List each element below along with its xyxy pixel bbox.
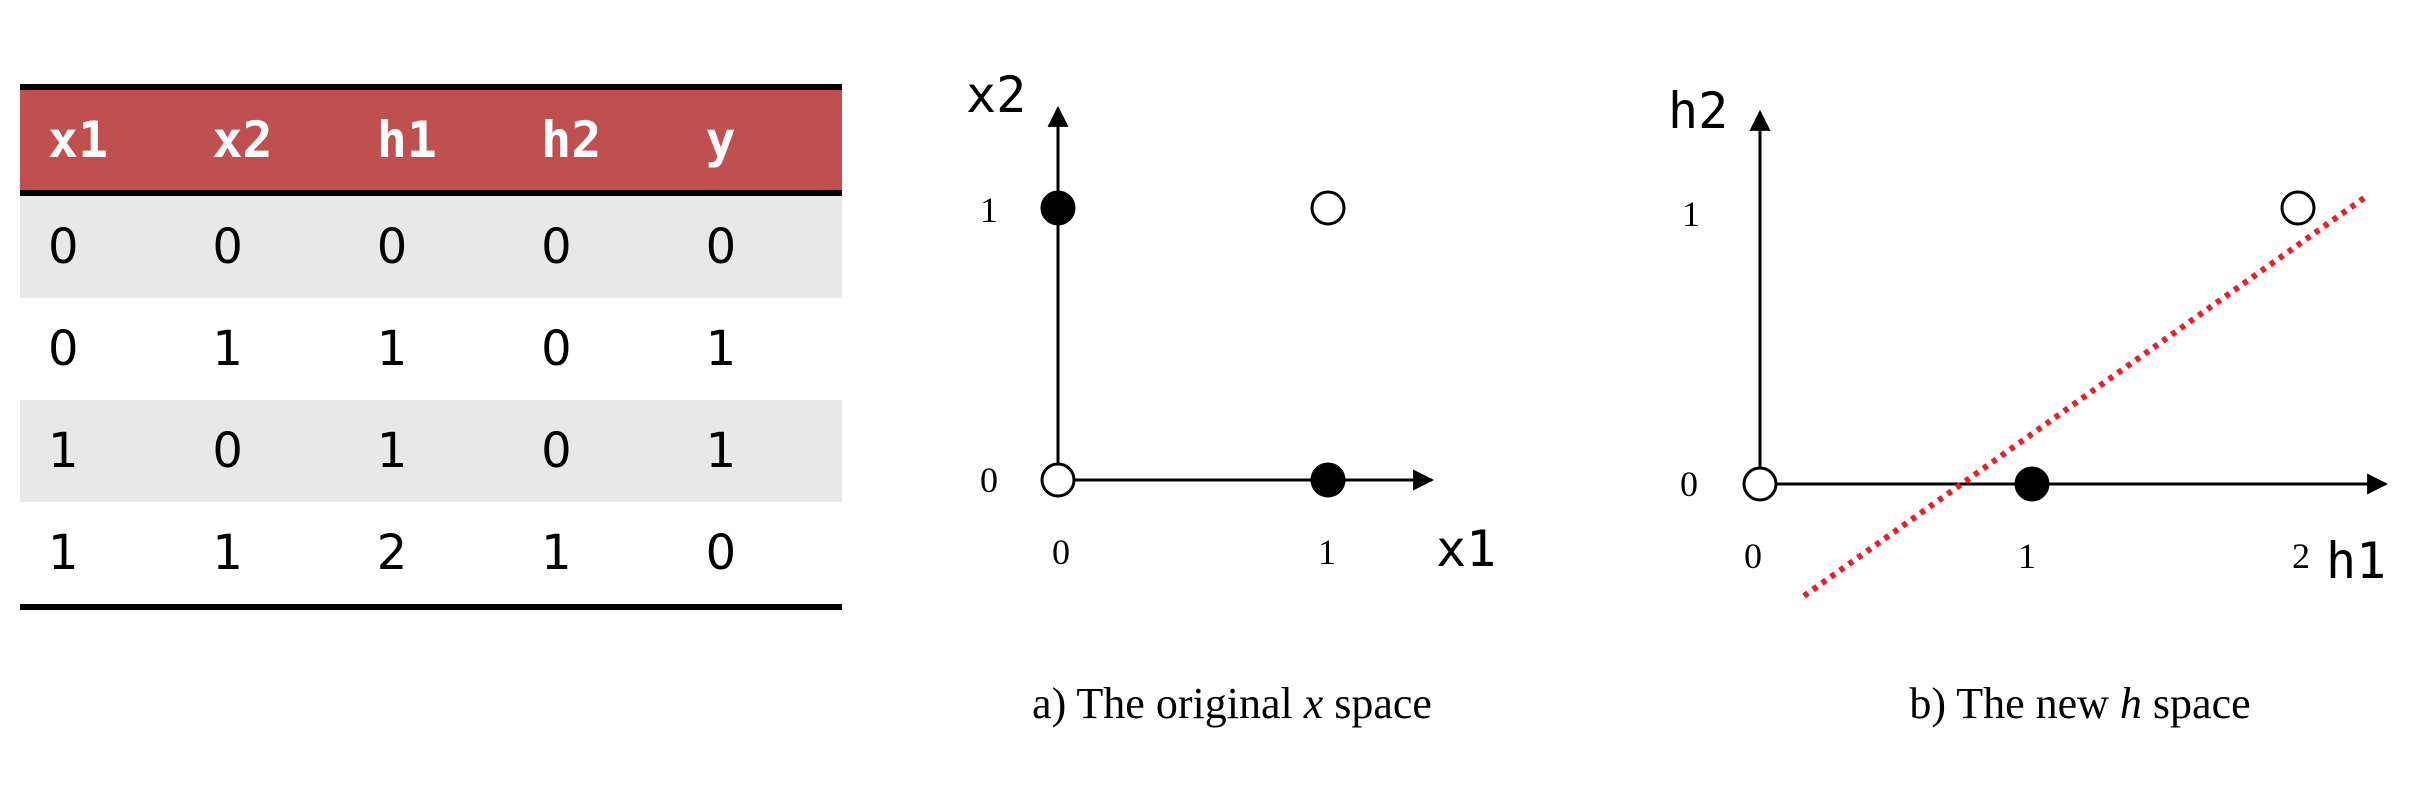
table-cell: 0 — [541, 321, 572, 377]
h-space-point-0-0 — [1742, 466, 1778, 502]
column-header-x2: x2 — [184, 84, 349, 196]
h-space-x-tick-2: 2 — [2292, 536, 2310, 576]
table-cell: 1 — [513, 502, 678, 610]
table-cell: 1 — [20, 502, 185, 610]
column-header-h2: h2 — [513, 84, 678, 196]
x-space-y-label: x2 — [966, 66, 1026, 124]
table-cell: 1 — [212, 321, 243, 377]
table-cell: 0 — [48, 219, 79, 275]
table-cell: 1 — [705, 321, 737, 377]
column-header-x1: x1 — [20, 84, 185, 196]
table-cell: 0 — [541, 219, 572, 275]
table-cell: 1 — [184, 502, 349, 610]
table-cell: 2 — [348, 502, 514, 610]
table-row: 1 0 1 0 1 — [20, 400, 842, 502]
x-space-point-0-0 — [1040, 462, 1076, 498]
h-space-x-tick-1: 1 — [2018, 536, 2036, 576]
table-header-row: x1 x2 h1 h2 y — [20, 84, 842, 196]
x-space-x-label: x1 — [1436, 520, 1496, 578]
table-cell: 0 — [677, 502, 842, 610]
h-space-y-tick-1: 1 — [1682, 194, 1700, 234]
table-cell: 1 — [376, 423, 408, 479]
h-space-point-1-0 — [2014, 466, 2050, 502]
h-space-y-label: h2 — [1668, 82, 1728, 140]
h-space-caption: b) The new h space — [1909, 679, 2250, 728]
table-cell: 1 — [705, 423, 737, 479]
table-row: 1 1 2 1 0 — [20, 502, 842, 610]
decision-boundary — [1802, 195, 2366, 599]
table-row: 0 0 0 0 0 — [20, 193, 842, 298]
truth-table: x1 x2 h1 h2 y 0 0 0 0 0 0 1 1 0 1 1 0 1 … — [20, 84, 842, 610]
table-cell: 1 — [376, 321, 408, 377]
table-cell: 0 — [212, 423, 243, 479]
table-cell: 1 — [48, 423, 79, 479]
h-space-point-2-1 — [2280, 190, 2316, 226]
x-space-point-0-1 — [1040, 190, 1076, 226]
x-space-x-tick-1: 1 — [1318, 532, 1336, 572]
x-space-y-tick-1: 1 — [980, 190, 998, 230]
h-space-y-tick-0: 0 — [1680, 464, 1698, 504]
x-space-point-1-1 — [1310, 190, 1346, 226]
table-row: 0 1 1 0 1 — [20, 298, 842, 400]
table-cell: 0 — [48, 321, 79, 377]
h-space-x-tick-0: 0 — [1744, 536, 1762, 576]
x-space-y-tick-0: 0 — [980, 460, 998, 500]
table-cell: 0 — [541, 423, 572, 479]
table-cell: 0 — [705, 219, 737, 275]
x-space-point-1-0 — [1310, 462, 1346, 498]
x-space-x-tick-0: 0 — [1052, 532, 1070, 572]
h-space-x-label: h1 — [2326, 532, 2386, 590]
column-header-h1: h1 — [348, 84, 514, 196]
table-cell: 0 — [376, 219, 408, 275]
x-space-caption: a) The original x space — [1032, 679, 1432, 728]
table-cell: 0 — [212, 219, 243, 275]
h-space-plot: h2 h1 0 1 2 0 1 b) The new h space — [1668, 82, 2389, 728]
x-space-plot: x2 x1 0 1 0 1 a) The original x space — [966, 66, 1496, 728]
column-header-y: y — [677, 84, 842, 196]
